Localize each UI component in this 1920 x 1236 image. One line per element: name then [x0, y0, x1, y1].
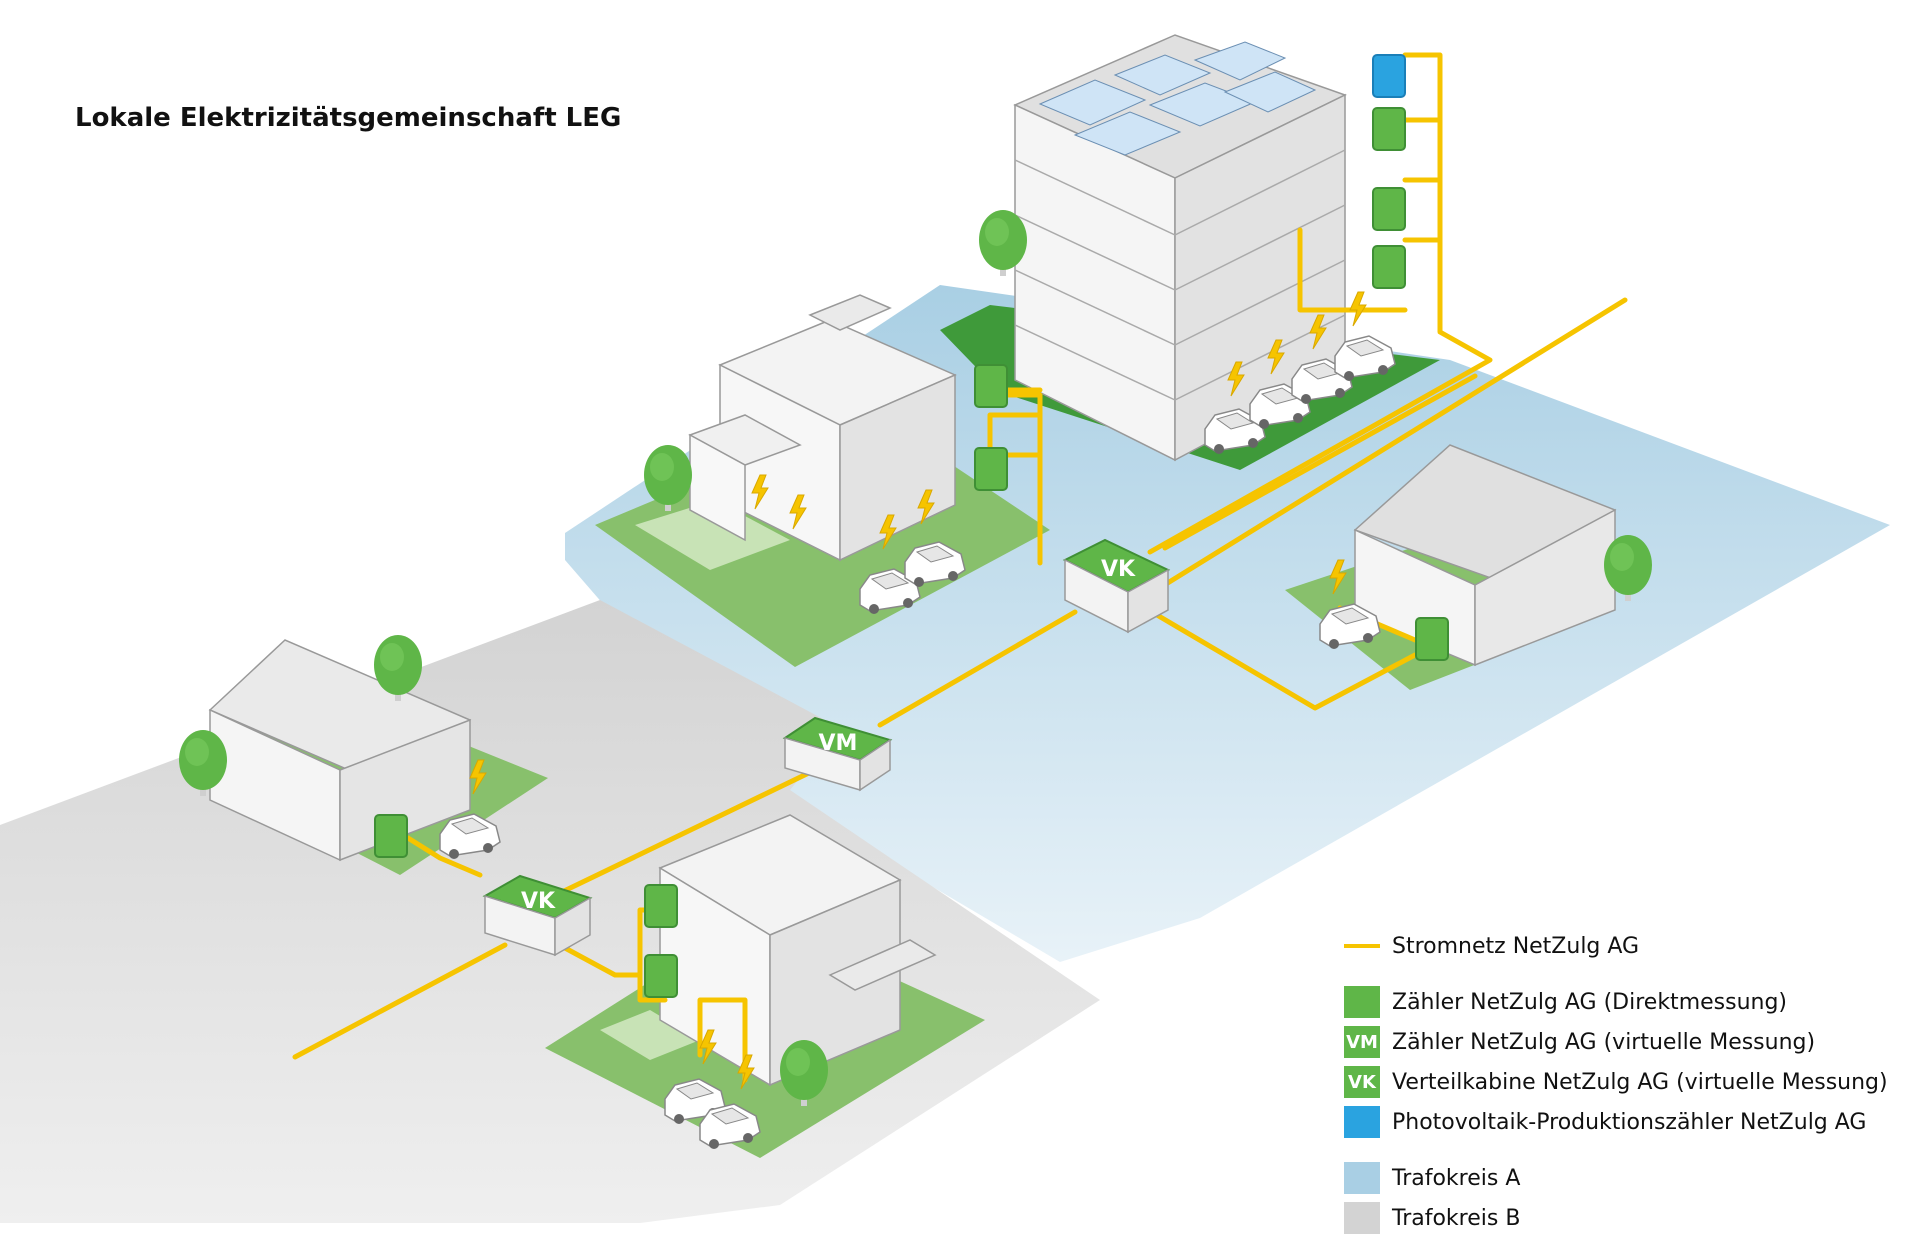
- legend-item-grid: Stromnetz NetZulg AG: [1344, 928, 1639, 964]
- pv-meter-icon: [1372, 54, 1406, 98]
- vk-lower-label: VK: [521, 889, 556, 914]
- page-title: Lokale Elektrizitätsgemeinschaft LEG: [75, 103, 622, 133]
- vk-upper-label: VK: [1101, 557, 1136, 582]
- grid-line-icon: [1344, 930, 1380, 962]
- legend-item-pv-meter: Photovoltaik-Produktionszähler NetZulg A…: [1344, 1104, 1866, 1140]
- vm-label: VM: [819, 731, 858, 756]
- patio-house-1: [635, 500, 790, 570]
- legend-label: Stromnetz NetZulg AG: [1392, 933, 1640, 959]
- patio-house-4: [600, 1010, 700, 1060]
- legend-item-virtual-meter: VM Zähler NetZulg AG (virtuelle Messung): [1344, 1024, 1815, 1060]
- zone-a-swatch-icon: [1344, 1162, 1380, 1194]
- vm-node: VM: [782, 716, 893, 792]
- legend-item-zone-a: Trafokreis A: [1344, 1160, 1520, 1196]
- zone-b-swatch-icon: [1344, 1202, 1380, 1234]
- house-3: [208, 639, 472, 862]
- vk-badge-icon: VK: [1344, 1066, 1380, 1098]
- vm-badge-icon: VM: [1344, 1026, 1380, 1058]
- meters-direct: [374, 107, 1449, 998]
- pv-meter-legend-icon: [1344, 1106, 1380, 1138]
- legend-label: Trafokreis B: [1392, 1205, 1521, 1231]
- legend-label: Zähler NetZulg AG (Direktmessung): [1392, 989, 1788, 1015]
- legend-label: Trafokreis A: [1392, 1165, 1521, 1191]
- legend-item-zone-b: Trafokreis B: [1344, 1200, 1520, 1236]
- legend-item-distribution-cabin: VK Verteilkabine NetZulg AG (virtuelle M…: [1344, 1064, 1888, 1100]
- office-building: [1013, 34, 1347, 462]
- vk-upper-node: VK: [1062, 538, 1171, 634]
- legend-label: Zähler NetZulg AG (virtuelle Messung): [1392, 1029, 1816, 1055]
- vk-lower-node: VK: [482, 874, 593, 957]
- direct-meter-icon: [1344, 986, 1380, 1018]
- legend-label: Photovoltaik-Produktionszähler NetZulg A…: [1392, 1109, 1867, 1135]
- legend-label: Verteilkabine NetZulg AG (virtuelle Mess…: [1392, 1069, 1888, 1095]
- legend-item-direct-meter: Zähler NetZulg AG (Direktmessung): [1344, 984, 1787, 1020]
